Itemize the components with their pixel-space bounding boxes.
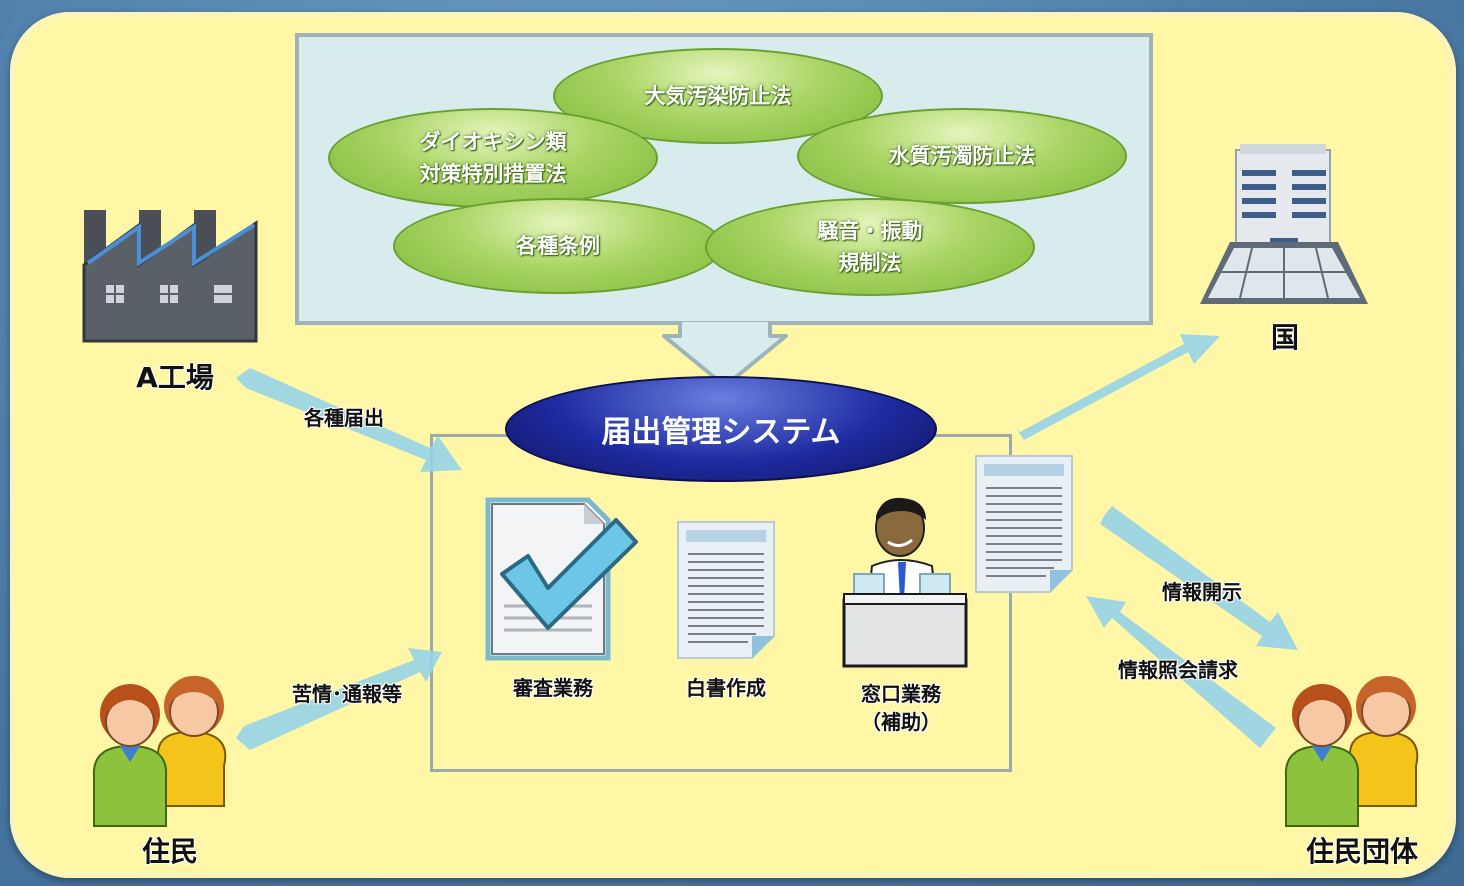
factory-icon xyxy=(82,210,258,343)
residents-group-label: 住民団体 xyxy=(1305,835,1418,868)
whitepaper-document-icon xyxy=(677,521,775,659)
disclosure-document-icon xyxy=(975,455,1073,593)
law-noise-vibration: 騒音・振動 規制法 xyxy=(705,198,1035,296)
residents-icon xyxy=(92,676,227,827)
complaints-label: 苦情･通報等 xyxy=(292,682,402,706)
filings-label: 各種届出 xyxy=(304,406,384,430)
residents-group-icon xyxy=(1284,676,1419,827)
government-building-icon xyxy=(1200,144,1368,304)
window-service-label: 窓口業務 （補助） xyxy=(861,682,941,734)
system-title: 届出管理システム xyxy=(505,376,937,482)
clerk-desk-icon xyxy=(842,497,968,668)
law-dioxin: ダイオキシン類 対策特別措置法 xyxy=(328,108,658,208)
whitepaper-label: 白書作成 xyxy=(686,676,766,700)
law-water-pollution: 水質汚濁防止法 xyxy=(797,108,1127,204)
factory-label: A工場 xyxy=(136,361,214,394)
country-label: 国 xyxy=(1270,321,1299,354)
review-checkmark-icon xyxy=(485,497,638,661)
inquiry-label: 情報照会請求 xyxy=(1118,658,1238,682)
law-ordinances: 各種条例 xyxy=(393,198,723,294)
disclosure-label: 情報開示 xyxy=(1162,580,1242,604)
residents-label: 住民 xyxy=(141,835,198,868)
review-label: 審査業務 xyxy=(513,676,593,700)
